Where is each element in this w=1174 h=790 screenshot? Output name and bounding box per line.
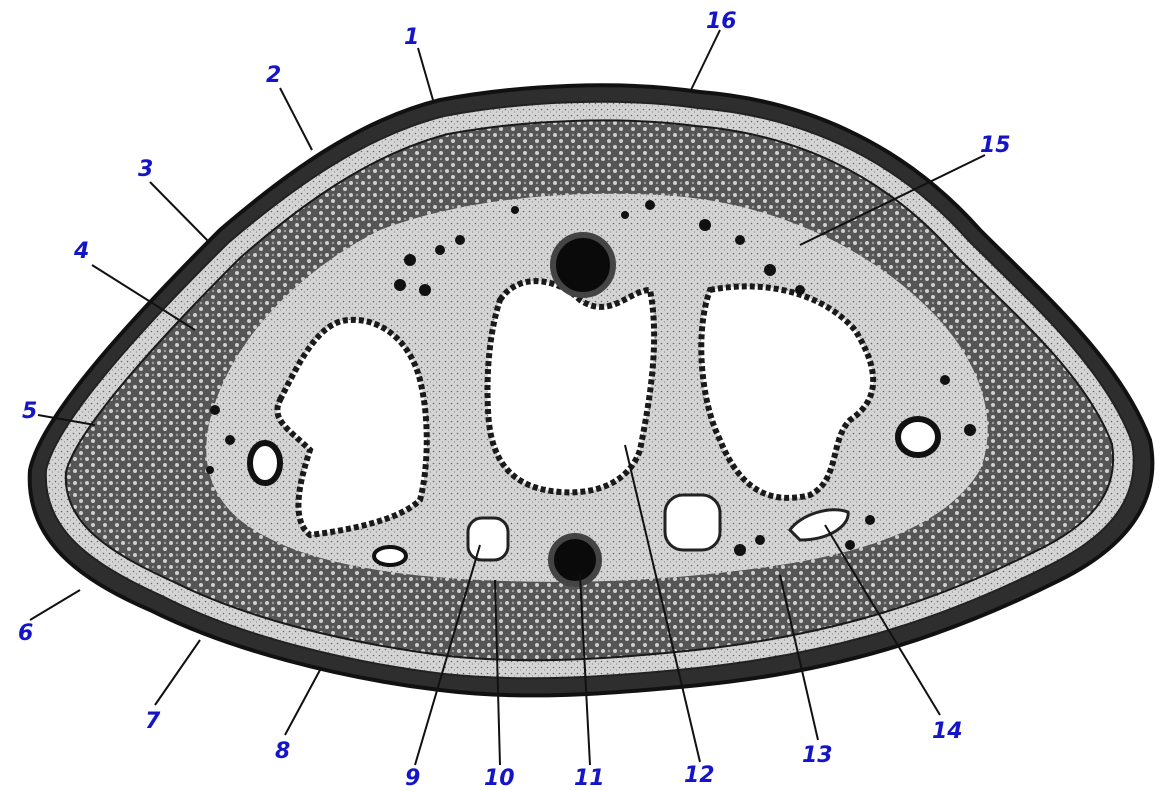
- label-14: 14: [932, 719, 963, 744]
- small-lumen-c: [665, 495, 720, 550]
- label-6: 6: [18, 621, 33, 646]
- label-4: 4: [73, 239, 89, 264]
- leader-6: [30, 590, 80, 620]
- label-2: 2: [266, 63, 281, 88]
- label-9: 9: [405, 766, 420, 790]
- label-3: 3: [138, 157, 153, 182]
- label-1: 1: [404, 25, 419, 50]
- label-10: 10: [484, 766, 515, 790]
- label-12: 12: [684, 763, 715, 788]
- leader-7: [155, 640, 200, 705]
- leader-1: [418, 48, 433, 100]
- label-13: 13: [802, 743, 833, 768]
- label-8: 8: [275, 739, 290, 764]
- leader-8: [285, 670, 320, 735]
- ventral-vessel: [551, 536, 599, 584]
- small-lumen-a: [374, 547, 406, 565]
- label-7: 7: [145, 709, 161, 734]
- label-5: 5: [22, 399, 37, 424]
- leader-16: [690, 30, 720, 92]
- label-16: 16: [706, 9, 737, 34]
- leader-3: [150, 182, 210, 243]
- right-excretory-duct: [898, 419, 938, 455]
- label-11: 11: [574, 766, 605, 790]
- left-excretory-duct: [250, 443, 280, 483]
- small-lumen-b: [468, 518, 508, 560]
- label-15: 15: [980, 133, 1011, 158]
- dorsal-vessel: [553, 235, 613, 295]
- leader-2: [280, 88, 312, 150]
